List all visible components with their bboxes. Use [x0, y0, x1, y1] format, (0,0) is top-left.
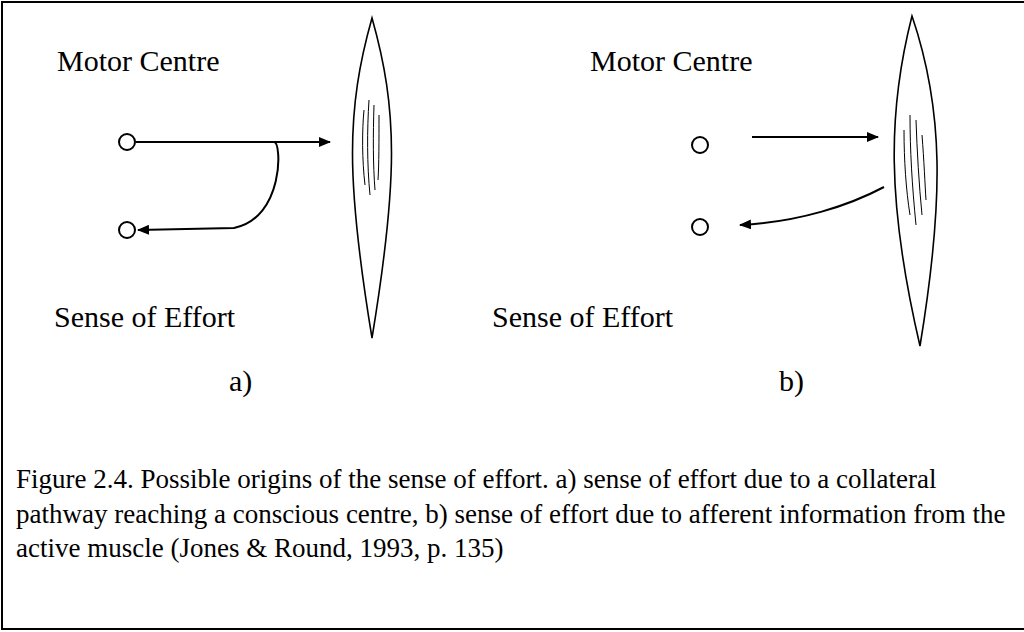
collateral-pathway [136, 142, 278, 230]
centre-label: Sense of Effort [54, 300, 235, 334]
figure-caption: Figure 2.4. Possible origins of the sens… [16, 462, 1016, 566]
centre-label: Sense of Effort [492, 300, 673, 334]
centre-circle: Sense of Effort [118, 221, 136, 239]
centre-circle: Motor Centre [691, 136, 709, 154]
efferent-arrow [752, 136, 878, 138]
centre-circle: Sense of Effort [691, 218, 709, 236]
centre-label: Motor Centre [57, 44, 219, 78]
muscle-b [894, 16, 937, 346]
afferent-arrow [740, 187, 884, 225]
panel-label: b) [779, 364, 804, 398]
centre-circle: Motor Centre [118, 133, 136, 151]
panel-label: a) [229, 364, 252, 398]
muscle-a [353, 18, 392, 338]
centre-label: Motor Centre [590, 44, 752, 78]
